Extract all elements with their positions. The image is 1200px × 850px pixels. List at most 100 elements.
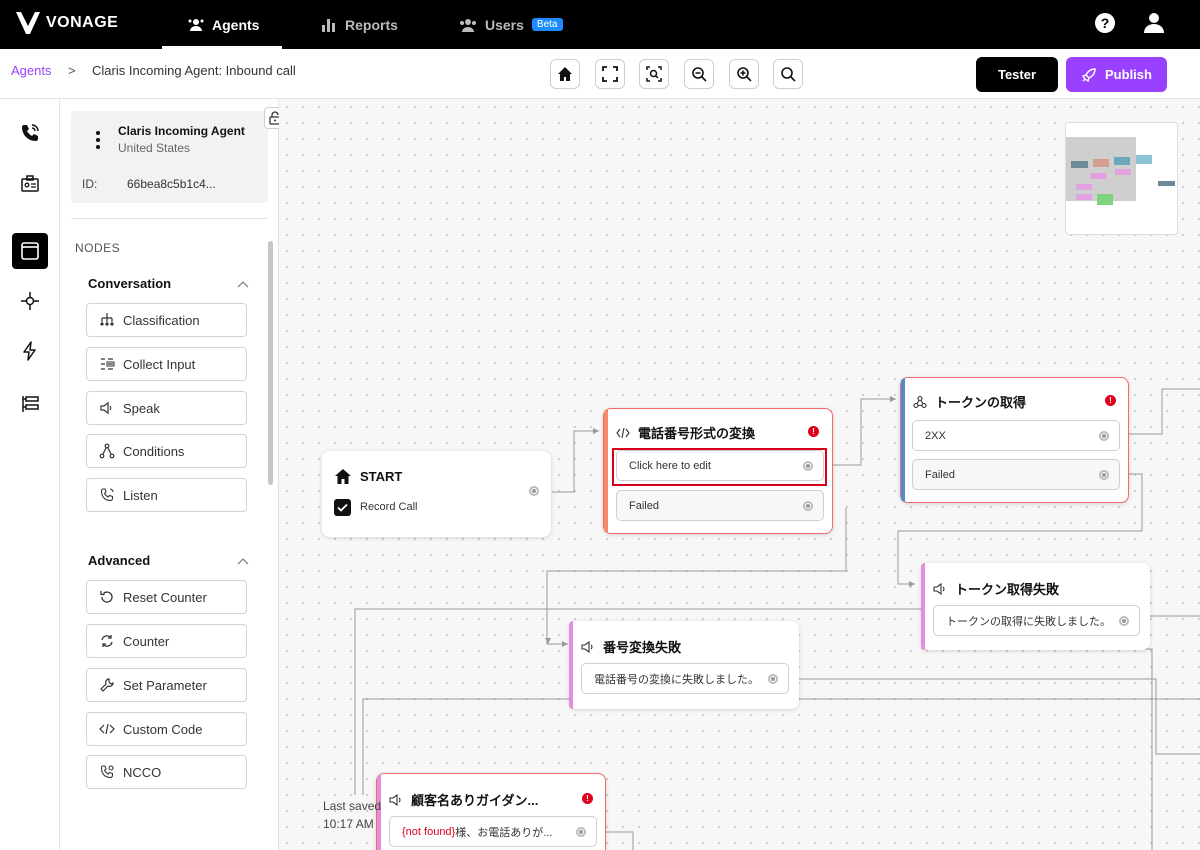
publish-button[interactable]: Publish bbox=[1066, 57, 1167, 92]
fit-view-icon bbox=[602, 66, 618, 82]
node-type-bar bbox=[569, 621, 573, 709]
tester-button[interactable]: Tester bbox=[976, 57, 1058, 92]
record-call-checkbox[interactable] bbox=[334, 499, 351, 516]
node-ncco[interactable]: NCCO bbox=[86, 755, 247, 789]
token-api-node[interactable]: トークンの取得 ! 2XX Failed bbox=[900, 377, 1129, 503]
node-speak[interactable]: Speak bbox=[86, 391, 247, 425]
reset-icon bbox=[100, 591, 113, 603]
node-listen[interactable]: Listen bbox=[86, 478, 247, 512]
token-node-title: トークンの取得 bbox=[935, 395, 1027, 410]
zoom-selection-button[interactable] bbox=[639, 59, 669, 89]
rail-calls-icon[interactable] bbox=[12, 115, 48, 151]
output-port-dot[interactable] bbox=[803, 460, 813, 471]
token-fail-title: トークン取得失敗 bbox=[955, 582, 1060, 597]
search-nodes-button[interactable] bbox=[773, 59, 803, 89]
conversation-section-title[interactable]: Conversation bbox=[88, 276, 172, 291]
breadcrumb-agents-link[interactable]: Agents bbox=[11, 63, 52, 78]
active-tab-indicator bbox=[162, 46, 282, 49]
panel-scrollbar[interactable] bbox=[268, 241, 273, 485]
node-type-bar bbox=[377, 774, 381, 850]
breadcrumb-separator: > bbox=[68, 63, 76, 78]
guidance-speak-node[interactable]: 顧客名ありガイダン... ! {not found} 様、お電話ありが... bbox=[376, 773, 606, 850]
svg-text:?: ? bbox=[1101, 15, 1110, 31]
nodes-panel: Claris Incoming Agent United States ID: … bbox=[60, 99, 286, 850]
convert-fail-speak-node[interactable]: 番号変換失敗 電話番号の変換に失敗しました。 bbox=[569, 621, 799, 709]
left-icon-rail bbox=[0, 99, 60, 850]
vonage-logo[interactable]: VONAGE bbox=[16, 12, 118, 34]
token-fail-text: トークンの取得に失敗しました。 bbox=[946, 615, 1111, 628]
code-node-header: 電話番号形式の変換 bbox=[616, 423, 755, 442]
start-title: START bbox=[360, 469, 403, 484]
code-node-port-failed[interactable]: Failed bbox=[616, 490, 824, 521]
search-icon bbox=[781, 67, 796, 82]
guidance-title: 顧客名ありガイダン... bbox=[411, 793, 539, 808]
output-port-dot[interactable] bbox=[1119, 615, 1129, 626]
flow-canvas[interactable]: START Record Call 電話番号形式の変換 ! Click here… bbox=[279, 99, 1200, 850]
start-node[interactable]: START Record Call bbox=[322, 451, 551, 537]
rail-flow-editor-icon[interactable] bbox=[12, 233, 48, 269]
token-fail-message[interactable]: トークンの取得に失敗しました。 bbox=[933, 605, 1140, 636]
minimap[interactable] bbox=[1065, 122, 1178, 235]
rail-events-icon[interactable] bbox=[12, 333, 48, 369]
output-port-dot[interactable] bbox=[768, 673, 778, 684]
nodes-heading: NODES bbox=[75, 241, 121, 255]
node-counter[interactable]: Counter bbox=[86, 624, 247, 658]
advanced-section-title[interactable]: Advanced bbox=[88, 553, 151, 568]
node-classification-label: Classification bbox=[123, 312, 200, 328]
port-2xx-text: 2XX bbox=[925, 429, 946, 442]
output-port-dot[interactable] bbox=[1099, 430, 1109, 441]
nav-users[interactable]: Users Beta bbox=[459, 0, 563, 49]
code-node-port-success[interactable]: Click here to edit bbox=[616, 450, 824, 481]
token-fail-speak-node[interactable]: トークン取得失敗 トークンの取得に失敗しました。 bbox=[921, 563, 1150, 650]
agent-region: United States bbox=[118, 141, 191, 155]
node-classification[interactable]: Classification bbox=[86, 303, 247, 337]
zoom-out-button[interactable] bbox=[684, 59, 714, 89]
start-output-port[interactable] bbox=[529, 486, 539, 496]
node-type-bar bbox=[604, 409, 608, 533]
record-call-label: Record Call bbox=[360, 501, 418, 513]
home-view-button[interactable] bbox=[550, 59, 580, 89]
top-navigation-bar: VONAGE Agents Reports Users Beta ? bbox=[0, 0, 1200, 49]
output-port-dot[interactable] bbox=[576, 826, 586, 837]
breadcrumb-toolbar: Agents > Claris Incoming Agent: Inbound … bbox=[0, 49, 1200, 99]
rail-contact-card-icon[interactable] bbox=[12, 166, 48, 202]
token-node-port-failed[interactable]: Failed bbox=[912, 459, 1120, 490]
highlight-box bbox=[612, 448, 827, 486]
chevron-up-icon[interactable] bbox=[237, 281, 249, 288]
node-collect-input[interactable]: Collect Input bbox=[86, 347, 247, 381]
vonage-logo-icon bbox=[16, 12, 40, 34]
classification-icon bbox=[100, 313, 114, 326]
more-options-icon[interactable] bbox=[96, 131, 100, 149]
click-to-edit-text: Click here to edit bbox=[629, 459, 711, 472]
not-found-variable: {not found} bbox=[402, 825, 456, 838]
nav-agents[interactable]: Agents bbox=[188, 0, 259, 49]
zoom-in-icon bbox=[737, 67, 752, 82]
chevron-up-icon[interactable] bbox=[237, 558, 249, 565]
node-custom-code[interactable]: Custom Code bbox=[86, 712, 247, 746]
output-port-dot[interactable] bbox=[803, 500, 813, 511]
fit-view-button[interactable] bbox=[595, 59, 625, 89]
zoom-selection-icon bbox=[646, 66, 662, 82]
collect-input-icon bbox=[101, 358, 115, 370]
node-set-parameter[interactable]: Set Parameter bbox=[86, 668, 247, 702]
help-icon[interactable]: ? bbox=[1094, 12, 1116, 39]
zoom-in-button[interactable] bbox=[729, 59, 759, 89]
node-conditions-label: Conditions bbox=[123, 443, 185, 459]
token-node-header: トークンの取得 bbox=[913, 392, 1026, 411]
convert-fail-message[interactable]: 電話番号の変換に失敗しました。 bbox=[581, 663, 789, 694]
node-ncco-label: NCCO bbox=[123, 764, 162, 780]
code-node[interactable]: 電話番号形式の変換 ! Click here to edit Failed bbox=[603, 408, 833, 534]
rail-list-icon[interactable] bbox=[12, 386, 48, 422]
error-icon: ! bbox=[1105, 395, 1116, 406]
rail-integrations-icon[interactable] bbox=[12, 283, 48, 319]
node-reset-counter[interactable]: Reset Counter bbox=[86, 580, 247, 614]
users-icon bbox=[460, 18, 476, 32]
nav-reports[interactable]: Reports bbox=[321, 0, 398, 49]
node-conditions[interactable]: Conditions bbox=[86, 434, 247, 468]
guidance-message[interactable]: {not found} 様、お電話ありが... bbox=[389, 816, 597, 847]
output-port-dot[interactable] bbox=[1099, 469, 1109, 480]
last-saved-time: 10:17 AM bbox=[323, 817, 374, 831]
user-profile-icon[interactable] bbox=[1143, 12, 1165, 39]
token-node-port-2xx[interactable]: 2XX bbox=[912, 420, 1120, 451]
guidance-header: 顧客名ありガイダン... bbox=[389, 790, 538, 809]
